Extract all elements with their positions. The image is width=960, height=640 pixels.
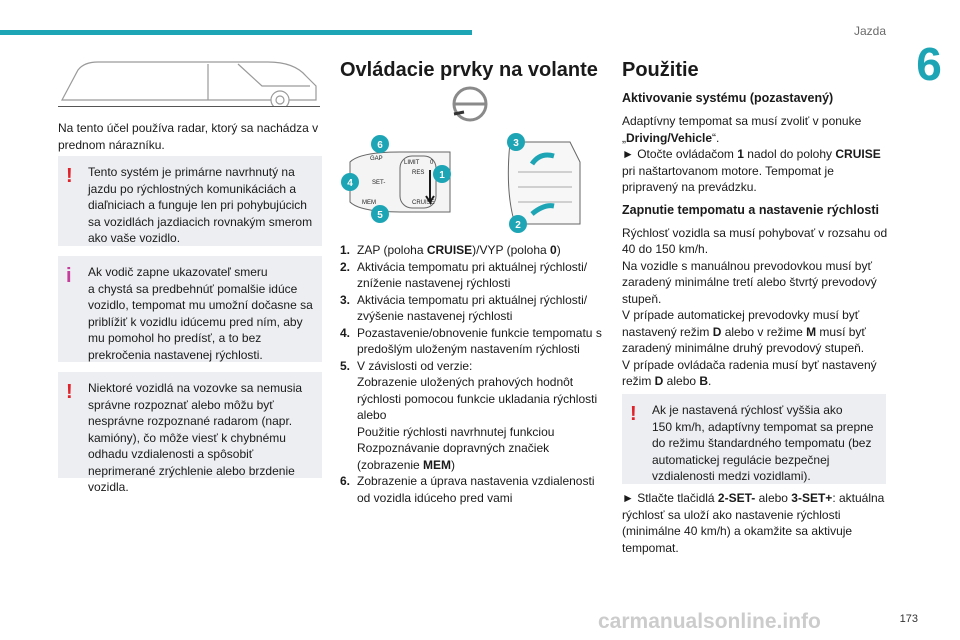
info-box: i Ak vodič zapne ukazovateľ smeru a chys… [58,256,322,362]
paragraph-rotate: ► Otočte ovládačom 1 nadol do polohy CRU… [622,147,881,194]
list-item: 4.Pozastavenie/obnovenie funkcie tempoma… [340,325,602,357]
cruise-control-stalk-diagram: GAP SET- MEM LIMIT CRUISE RES 0 1 2 3 4 … [341,133,581,233]
res-label: RES [412,170,424,176]
warning-icon: ! [66,165,73,187]
controls-list-container: 1.ZAP (poloha CRUISE)/VYP (poloha 0) 2.A… [340,242,602,506]
paragraph-set-buttons: ► Stlačte tlačidlá 2-SET- alebo 3-SET+: … [622,491,885,555]
paragraph-manual-gearbox: Na vozidle s manuálnou prevodovkou musí … [622,258,877,306]
warning3-line1: Ak je nastavená rýchlosť vyššia ako [652,403,843,417]
set-minus-label: SET- [372,180,385,186]
callout-2: 2 [515,220,521,231]
warning-box-2: ! Niektoré vozidlá na vozovke sa nemusia… [58,372,322,494]
paragraph-shifter: V prípade ovládača radenia musí byť nast… [622,357,877,389]
warning-box-3: ! Ak je nastavená rýchlosť vyššia ako 15… [622,394,886,484]
warning3-text: 150 km/h, adaptívny tempomat sa prepne d… [652,419,874,484]
paragraph-speed-range: Rýchlosť vozidla sa musí pohybovať v roz… [622,225,888,257]
right-column: Použitie Aktivovanie systému (pozastaven… [622,58,888,390]
paragraph-menu: Adaptívny tempomat sa musí zvoliť v ponu… [622,114,862,145]
left-column: Na tento účel používa radar, ktorý sa na… [58,120,322,153]
callout-5: 5 [377,210,383,221]
info-line1: Ak vodič zapne ukazovateľ smeru [88,265,268,279]
warning-box-1: ! Tento systém je primárne navrhnutý na … [58,156,322,246]
warning1-text: jazdu po rýchlostných komunikáciách a di… [88,181,313,246]
section-header: Jazda [853,24,886,38]
callout-3: 3 [513,138,519,149]
paragraph-auto-gearbox: V prípade automatickej prevodovky musí b… [622,308,866,355]
watermark: carmanualsonline.info [598,610,821,633]
warning-icon: ! [630,403,637,425]
limit-label: LIMIT [404,160,420,166]
cruise-label: CRUISE [412,200,435,206]
intro-text: Na tento účel používa radar, ktorý sa na… [58,121,319,152]
subheading-activation: Aktivovanie systému (pozastavený) [622,91,834,105]
controls-list: 1.ZAP (poloha CRUISE)/VYP (poloha 0) 2.A… [340,242,602,506]
callout-4: 4 [347,178,353,189]
list-item: 6.Zobrazenie a úprava nastavenia vzdiale… [340,474,595,505]
section-title-usage: Použitie [622,59,699,81]
mem-label: MEM [362,200,376,206]
warning2-line1: Niektoré vozidlá na vozovke sa nemusia [88,381,303,395]
subheading-speed-setting: Zapnutie tempomatu a nastavenie rýchlost… [622,202,880,217]
warning-icon: ! [66,381,73,403]
chapter-number: 6 [916,38,942,90]
section-title-controls: Ovládacie prvky na volante [340,59,598,81]
list-item: 2.Aktivácia tempomatu pri aktuálnej rých… [340,259,588,291]
header-accent-bar [0,30,472,35]
warning1-line1: Tento systém je primárne navrhnutý na [88,165,295,179]
right-column-bottom: ► Stlačte tlačidlá 2-SET- alebo 3-SET+: … [622,490,888,556]
gap-label: GAP [370,156,383,162]
middle-column: Ovládacie prvky na volante [340,58,602,82]
info-text: a chystá sa predbehnúť pomalšie idúce vo… [88,281,313,362]
zero-label: 0 [430,160,434,166]
info-icon: i [66,265,72,287]
image-divider [58,106,320,107]
callout-1: 1 [439,170,445,181]
list-item: 5.V závislosti od verzie:Zobrazenie ulož… [340,358,598,472]
vehicle-radar-illustration [61,61,317,106]
list-item: 3.Aktivácia tempomatu pri aktuálnej rých… [340,292,588,324]
warning2-text: správne rozpoznať alebo môžu byť nespráv… [88,397,295,495]
page-number: 173 [899,613,918,625]
steering-wheel-icon [452,86,488,122]
list-item: 1.ZAP (poloha CRUISE)/VYP (poloha 0) [340,243,561,257]
callout-6: 6 [377,140,383,151]
